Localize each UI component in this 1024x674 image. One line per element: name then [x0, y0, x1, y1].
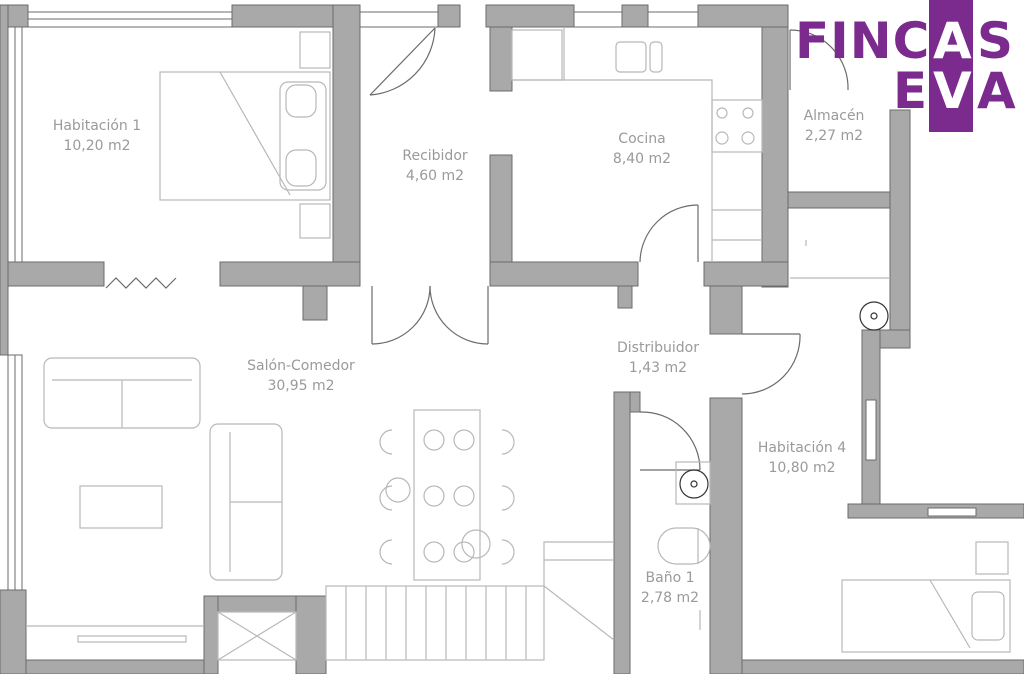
wall-almacen-bottom	[787, 191, 891, 209]
wall-cocina-left-top	[489, 26, 513, 92]
room-label-bano-1: Baño 1 2,78 m2	[641, 568, 699, 608]
dining-table	[413, 409, 481, 581]
kitchen-counter	[512, 79, 713, 262]
bed-hab1	[159, 71, 331, 201]
wall-top-5	[621, 4, 649, 28]
logo-text-line1-right: S	[977, 12, 1015, 70]
logo-text-line1-left: FINC	[795, 12, 931, 70]
bed-hab4	[841, 579, 1011, 653]
room-label-cocina: Cocina 8,40 m2	[613, 129, 671, 169]
windows	[7, 11, 977, 591]
room-name: Habitación 4	[757, 440, 847, 456]
wall-bano-right	[709, 397, 743, 674]
doors	[105, 27, 849, 471]
wall-cocina-right	[761, 26, 789, 288]
room-label-salon-comedor: Salón-Comedor 30,95 m2	[247, 356, 355, 396]
wall-stair-pillar-2	[295, 595, 327, 674]
room-area: 30,95 m2	[267, 378, 335, 394]
wall-bottom-2	[741, 659, 1024, 674]
logo-text-line2-inverted: V	[933, 62, 972, 120]
window-right	[865, 399, 877, 461]
wall-block-1	[703, 261, 789, 287]
window-recibidor-top	[359, 11, 439, 28]
room-name: Baño 1	[645, 570, 695, 586]
room-label-habitacion-1: Habitación 1 10,20 m2	[53, 116, 141, 156]
stair-steps	[345, 586, 527, 660]
wall-stair-pillar	[203, 595, 219, 674]
room-label-almacen: Almacén 2,27 m2	[804, 106, 865, 146]
coffee-table	[79, 485, 163, 529]
fincas-eva-logo: FINC A S E V A	[795, 0, 1020, 134]
wall-block-2	[709, 285, 743, 335]
room-area: 1,43 m2	[628, 360, 688, 376]
room-area: 10,80 m2	[768, 460, 836, 476]
room-name: Distribuidor	[617, 340, 699, 356]
wall-left-1	[0, 4, 9, 356]
logo-block	[929, 0, 973, 132]
room-label-distribuidor: Distribuidor 1,43 m2	[617, 338, 699, 378]
room-area: 2,27 m2	[804, 128, 864, 144]
room-label-habitacion-4: Habitación 4 10,80 m2	[758, 438, 846, 478]
window-kitchen-top-1	[573, 11, 623, 28]
wall-bottom-1	[25, 659, 207, 674]
wall-hab1-bottom-1	[7, 261, 105, 287]
room-area: 4,60 m2	[405, 168, 465, 184]
logo-text-line1-inverted: A	[933, 12, 972, 70]
wall-cocina-bottom-1	[489, 261, 639, 287]
room-name: Recibidor	[402, 148, 468, 164]
window-hab4	[927, 507, 977, 517]
wall-hab1-right	[332, 4, 361, 286]
room-area: 10,20 m2	[63, 138, 131, 154]
wall-right-1	[889, 109, 911, 349]
logo-text-line2-left: E	[893, 62, 929, 120]
wall-top-4	[485, 4, 575, 28]
furniture	[26, 27, 1011, 661]
room-name: Habitación 1	[52, 118, 142, 134]
wall-left-2	[0, 589, 27, 674]
room-name: Cocina	[618, 131, 666, 147]
room-name: Salón-Comedor	[247, 358, 355, 374]
window-kitchen-top-2	[647, 11, 699, 28]
wall-right-3	[879, 329, 911, 349]
stairs	[325, 585, 545, 661]
wall-top-3	[437, 4, 461, 28]
room-area: 2,78 m2	[640, 590, 700, 606]
room-name: Almacén	[803, 108, 865, 124]
wall-dist-block	[629, 391, 641, 413]
wall-top-6	[697, 4, 789, 28]
wall-cocina-bottom-2	[617, 285, 633, 309]
walls	[0, 4, 1024, 674]
logo-text-line2-right: A	[977, 62, 1017, 120]
wall-hab1-bottom-2	[219, 261, 361, 287]
room-area: 8,40 m2	[612, 151, 672, 167]
wall-dist-left	[613, 391, 631, 674]
wall-pillar-1	[302, 285, 328, 321]
room-label-recibidor: Recibidor 4,60 m2	[402, 146, 467, 186]
